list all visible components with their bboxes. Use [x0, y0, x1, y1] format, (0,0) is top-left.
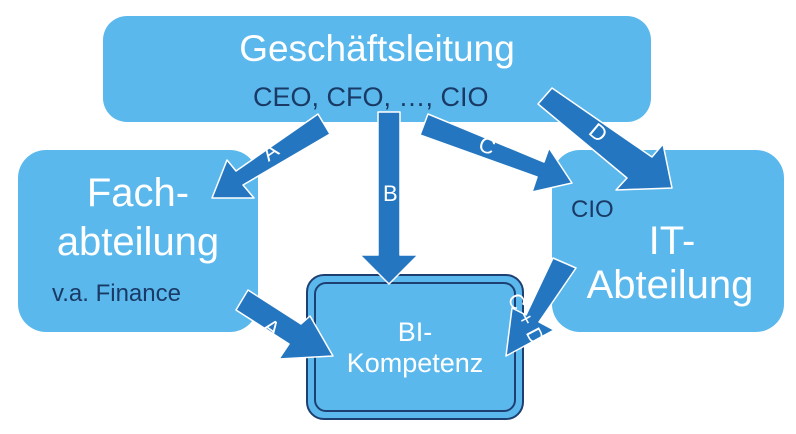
- business-department-subtitle: v.a. Finance: [52, 280, 181, 307]
- arrow-c-management-to-it-cio: [419, 113, 573, 193]
- bi-competence-title-line1: BI-: [397, 317, 433, 347]
- arrow-cd-it-to-bi: [505, 257, 577, 357]
- it-department-cio-label: CIO: [571, 196, 614, 223]
- bi-competence-title-line2: Kompetenz: [346, 348, 484, 378]
- arrow-a-management-to-business: [211, 113, 331, 199]
- arrow-a-business-to-bi: [235, 289, 334, 360]
- management-title: Geschäftsleitung: [239, 28, 515, 69]
- arrow-b-management-to-bi: [359, 111, 419, 285]
- business-department-box: [18, 150, 258, 332]
- it-department-title-line2: Abteilung: [586, 263, 754, 307]
- business-department-title-line2: abteilung: [56, 220, 220, 264]
- arrow-d-management-to-it: [537, 87, 673, 191]
- it-department-title-line1: IT-: [648, 219, 696, 263]
- business-department-title-line1: Fach-: [86, 171, 190, 215]
- management-subtitle: CEO, CFO, …, CIO: [253, 82, 489, 112]
- arrow-label-b: B: [383, 181, 398, 206]
